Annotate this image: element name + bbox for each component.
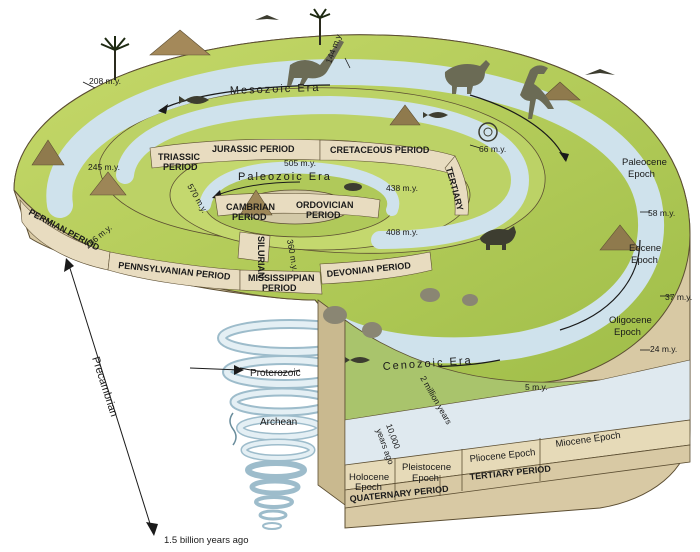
mesozoic-era-label: Mesozoic Era xyxy=(230,82,321,97)
silurian-period-label: SILURIAN xyxy=(256,236,266,279)
mississippian-period-label-2: PERIOD xyxy=(262,283,297,293)
fossil-creatures xyxy=(100,8,615,363)
mississippian-period-label: MISSISSIPPIAN xyxy=(248,273,315,283)
age-58my: 58 m.y. xyxy=(648,208,675,218)
holocene-epoch-label: Holocene xyxy=(349,472,389,483)
dinosaur-tyrannosaur-icon xyxy=(520,65,554,119)
pterosaur-icon xyxy=(255,15,615,75)
cambrian-period-label-2: PERIOD xyxy=(232,212,267,222)
age-5my: 5 m.y. xyxy=(525,382,548,392)
oligocene-epoch-label-2: Epoch xyxy=(614,327,641,338)
age-208my: 208 m.y. xyxy=(89,76,121,86)
triassic-period-label: TRIASSIC xyxy=(158,152,201,162)
holocene-epoch-label-2: Epoch xyxy=(355,482,382,493)
age-boundaries xyxy=(82,57,672,351)
palm-tree-icon xyxy=(100,36,130,80)
palm-tree-icon xyxy=(309,8,331,45)
archean-label: Archean xyxy=(260,417,297,428)
billion-years-label: 1.5 billion years ago xyxy=(164,535,249,546)
ordovician-period-label-2: PERIOD xyxy=(306,210,341,220)
early-mammals-icon xyxy=(323,288,478,338)
ammonite-icon xyxy=(478,122,498,142)
dinosaur-sauropod-icon xyxy=(287,40,344,86)
precambrian-label: Precambrian xyxy=(89,355,120,418)
mammal-rhino-icon xyxy=(480,226,516,250)
ordovician-period-label: ORDOVICIAN xyxy=(296,200,354,210)
time-river-spiral xyxy=(46,58,665,375)
jurassic-period-label: JURASSIC PERIOD xyxy=(212,144,295,154)
cenozoic-cutaway xyxy=(317,299,691,509)
age-37my: 37 m.y. xyxy=(665,292,692,302)
age-505my: 505 m.y. xyxy=(284,158,316,168)
mountains xyxy=(31,29,641,251)
age-438my: 438 m.y. xyxy=(386,183,418,193)
precambrian-axis xyxy=(64,258,158,536)
trilobite-icon xyxy=(344,183,362,191)
age-66my: 66 m.y. xyxy=(479,144,506,154)
eocene-epoch-label-2: Epoch xyxy=(631,255,658,266)
oligocene-epoch-label: Oligocene xyxy=(609,315,652,326)
age-245my: 245 m.y. xyxy=(88,162,120,172)
dinosaur-triceratops-icon xyxy=(444,60,490,94)
age-408my: 408 m.y. xyxy=(386,227,418,237)
age-24my: 24 m.y. xyxy=(650,344,677,354)
triassic-period-label-2: PERIOD xyxy=(163,162,198,172)
pleistocene-epoch-label: Pleistocene xyxy=(402,462,451,473)
eocene-epoch-label: Eocene xyxy=(629,243,661,254)
proterozoic-label: Proterozoic xyxy=(250,368,301,379)
paleocene-epoch-label-2: Epoch xyxy=(628,169,655,180)
fish-icon xyxy=(179,96,448,363)
cambrian-period-label: CAMBRIAN xyxy=(226,202,275,212)
cretaceous-period-label: CRETACEOUS PERIOD xyxy=(330,145,430,155)
paleocene-epoch-label: Paleocene xyxy=(622,157,667,168)
pleistocene-epoch-label-2: Epoch xyxy=(412,473,439,484)
paleozoic-era-label: Paleozoic Era xyxy=(238,171,332,183)
